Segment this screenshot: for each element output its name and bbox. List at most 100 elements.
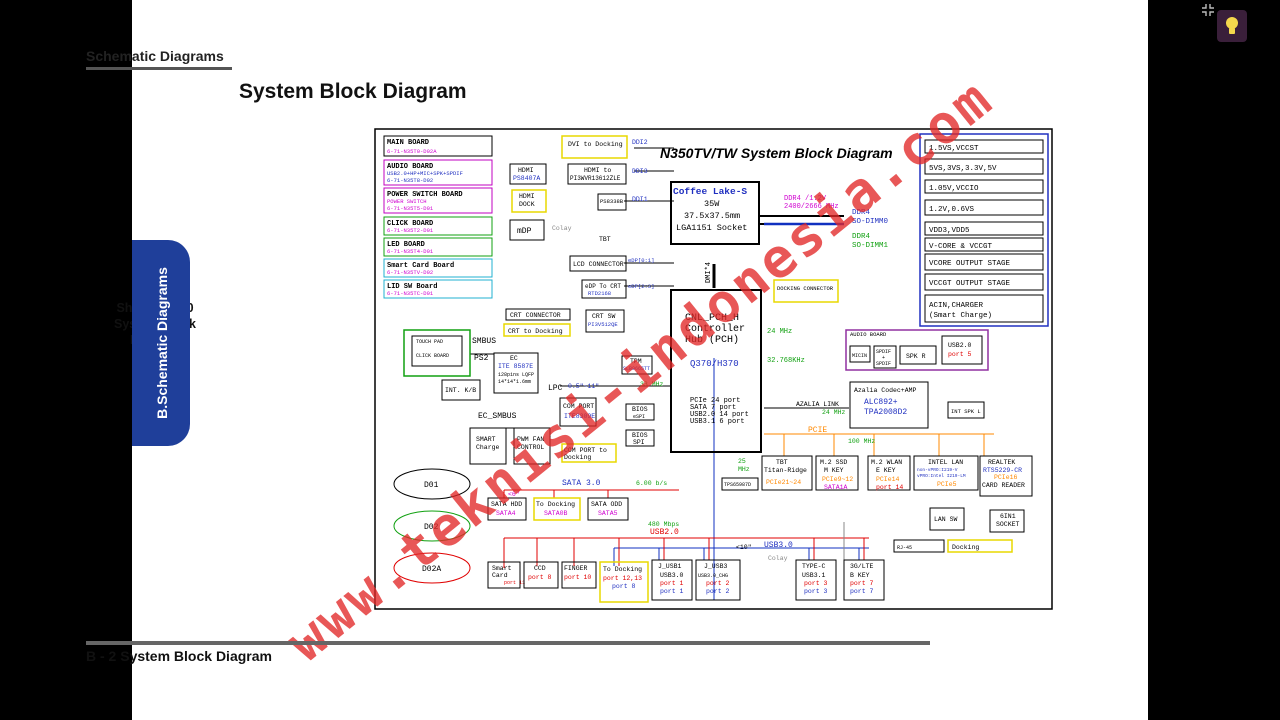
exit-fullscreen-icon[interactable] bbox=[1200, 2, 1216, 18]
usb-lte-key: B KEY bbox=[850, 572, 870, 579]
power-item-2 bbox=[924, 158, 1044, 175]
hdmi-dock-box bbox=[511, 189, 547, 213]
power-label-5: VDD3,VDD5 bbox=[929, 227, 970, 235]
lpc-label: LPC bbox=[548, 384, 563, 393]
usb-port-jusb1 bbox=[651, 559, 693, 601]
ec-box bbox=[493, 352, 539, 394]
codec-chip: ALC892+ bbox=[864, 398, 898, 407]
page-title: System Block Diagram bbox=[239, 80, 467, 103]
usb-finger-label: FINGER bbox=[564, 565, 588, 572]
usb-typec-usb3: port 3 bbox=[804, 588, 828, 595]
audio-board-label: AUDIO BOARD bbox=[850, 331, 887, 338]
board-audio-code: 6-71-N35T8-D02 bbox=[387, 177, 433, 184]
ssd-key: M KEY bbox=[824, 467, 844, 474]
spdif-label: SPDIF bbox=[876, 349, 891, 355]
tpm-chip: SLB9665TT bbox=[623, 366, 650, 372]
tps-box bbox=[721, 477, 759, 491]
hdmi-dock-label2: DOCK bbox=[519, 201, 535, 208]
side-section-tab[interactable]: B.Schematic Diagrams bbox=[132, 240, 190, 446]
usb-jusb3-label: J_USB3 bbox=[704, 563, 728, 570]
pcie-label: PCIE bbox=[808, 426, 827, 435]
lan-chip-2: vPRO:Intel I219-LM bbox=[917, 473, 966, 479]
power-label-7: VCORE OUTPUT STAGE bbox=[929, 260, 1011, 268]
micin-label: MICIN bbox=[852, 353, 867, 359]
crt-dock-label: CRT to Docking bbox=[508, 328, 563, 335]
bios-spi-type: SPI bbox=[633, 439, 645, 446]
cpu-name: Coffee Lake-S bbox=[673, 186, 747, 197]
hdmi-switch-label: HDMI to bbox=[584, 167, 611, 174]
usb-smartcard-label2: Card bbox=[492, 572, 508, 579]
six-in-one-socket: SOCKET bbox=[996, 521, 1020, 528]
audio-usb-port: port 5 bbox=[948, 351, 972, 358]
usb-ccd-port: port 8 bbox=[528, 574, 552, 581]
hdmi-dock-label: HDMI bbox=[519, 193, 535, 200]
wlan-port: port 14 bbox=[876, 484, 903, 491]
cpu-block: Coffee Lake-S 35W 37.5x37.5mm LGA1151 So… bbox=[670, 181, 760, 245]
usb-lte-usb2: port 7 bbox=[850, 580, 874, 587]
board-power-name: POWER SWITCH BOARD bbox=[387, 191, 463, 199]
ddr-speed-label: 2400/2666 MHz bbox=[784, 203, 839, 211]
lightbulb-icon[interactable] bbox=[1217, 10, 1247, 42]
usb-colay: Colay bbox=[768, 555, 788, 562]
usb-port-dock bbox=[599, 561, 649, 603]
touchpad-board bbox=[403, 329, 471, 377]
lan-dock-box bbox=[947, 539, 1013, 553]
bios-espi-type: eSPI bbox=[633, 414, 645, 420]
lan-chip-1: non-vPRO:I219-V bbox=[917, 467, 958, 473]
dimm0-label: SO-DIMM0 bbox=[852, 218, 889, 226]
dimm1-type: DDR4 bbox=[852, 233, 871, 241]
usb-finger-port: port 10 bbox=[564, 574, 591, 581]
board-click-code: 6-71-N35T2-D01 bbox=[387, 227, 434, 234]
usb-jusb1-label: J_USB1 bbox=[658, 563, 682, 570]
lpc-clock: 33 MHz bbox=[640, 381, 664, 388]
tpm-label: TPM bbox=[630, 358, 642, 365]
spk-r-box bbox=[899, 345, 937, 365]
ssd-box bbox=[815, 455, 859, 491]
board-audio-name: AUDIO BOARD bbox=[387, 163, 433, 171]
board-lidsw-name: LID SW Board bbox=[387, 283, 437, 291]
bios-espi-box bbox=[625, 403, 655, 421]
dock-d02a-label: D02A bbox=[422, 565, 441, 574]
codec-box bbox=[849, 381, 929, 429]
power-label-10: (Smart Charge) bbox=[929, 312, 992, 320]
diagram-title: N350TV/TW System Block Diagram bbox=[660, 145, 893, 161]
ec-label: EC bbox=[510, 355, 518, 362]
com-dock-label: COM PORT to bbox=[564, 447, 607, 454]
audio-usb-box bbox=[941, 335, 983, 365]
power-item-6 bbox=[924, 237, 1044, 252]
touchpad-box bbox=[411, 335, 463, 367]
mdp-label: mDP bbox=[517, 227, 532, 236]
ddr-bus-label: DDR4 /1.2V bbox=[784, 195, 827, 203]
board-smartcard-name: Smart Card Board bbox=[387, 262, 454, 270]
lpc-length: 0.5"~11" bbox=[568, 383, 599, 390]
usb-area: 480 Mbps USB2.0 USB3.0 <10" Colay Smart … bbox=[487, 521, 885, 603]
bios-spi-box bbox=[625, 429, 655, 447]
power-item-3 bbox=[924, 179, 1044, 194]
power-label-1: 1.5VS,VCCST bbox=[929, 145, 979, 153]
dmi-label: DMI*4 bbox=[705, 262, 713, 283]
cpu-size: 37.5x37.5mm bbox=[684, 211, 740, 221]
lan-box bbox=[913, 455, 979, 491]
cpu-box bbox=[670, 181, 760, 245]
sata-dock-box bbox=[533, 497, 581, 521]
pch-hub: Hub (PCH) bbox=[685, 334, 739, 346]
pch-sata: SATA 7 port bbox=[690, 404, 736, 412]
tpm-box bbox=[621, 355, 653, 375]
card-reader-chip: RTS5229-CR bbox=[983, 467, 1022, 474]
docking-conn-box bbox=[773, 279, 839, 303]
lan-pcie: PCIe5 bbox=[937, 481, 957, 488]
usb-typec-usb2: port 3 bbox=[804, 580, 828, 587]
lcd-box bbox=[569, 255, 627, 272]
crt-sw-label: CRT SW bbox=[592, 313, 616, 320]
amp-chip: TPA2008D2 bbox=[864, 408, 907, 417]
smbus-label: SMBUS bbox=[472, 337, 496, 346]
power-label-6: V-CORE & VCCGT bbox=[929, 243, 993, 251]
tbt-label: TBT bbox=[776, 459, 788, 466]
usb-port-typec bbox=[795, 559, 837, 601]
smart-charge-label: SMART bbox=[476, 436, 496, 443]
docking-conn-label: DOCKING CONNECTOR bbox=[777, 285, 834, 292]
micin-box bbox=[849, 345, 871, 363]
power-item-1 bbox=[924, 139, 1044, 154]
usb-jusb1-usb2: port 1 bbox=[660, 580, 684, 587]
hdmi-switch-chip: PI3WVR13612ZLE bbox=[570, 175, 621, 182]
